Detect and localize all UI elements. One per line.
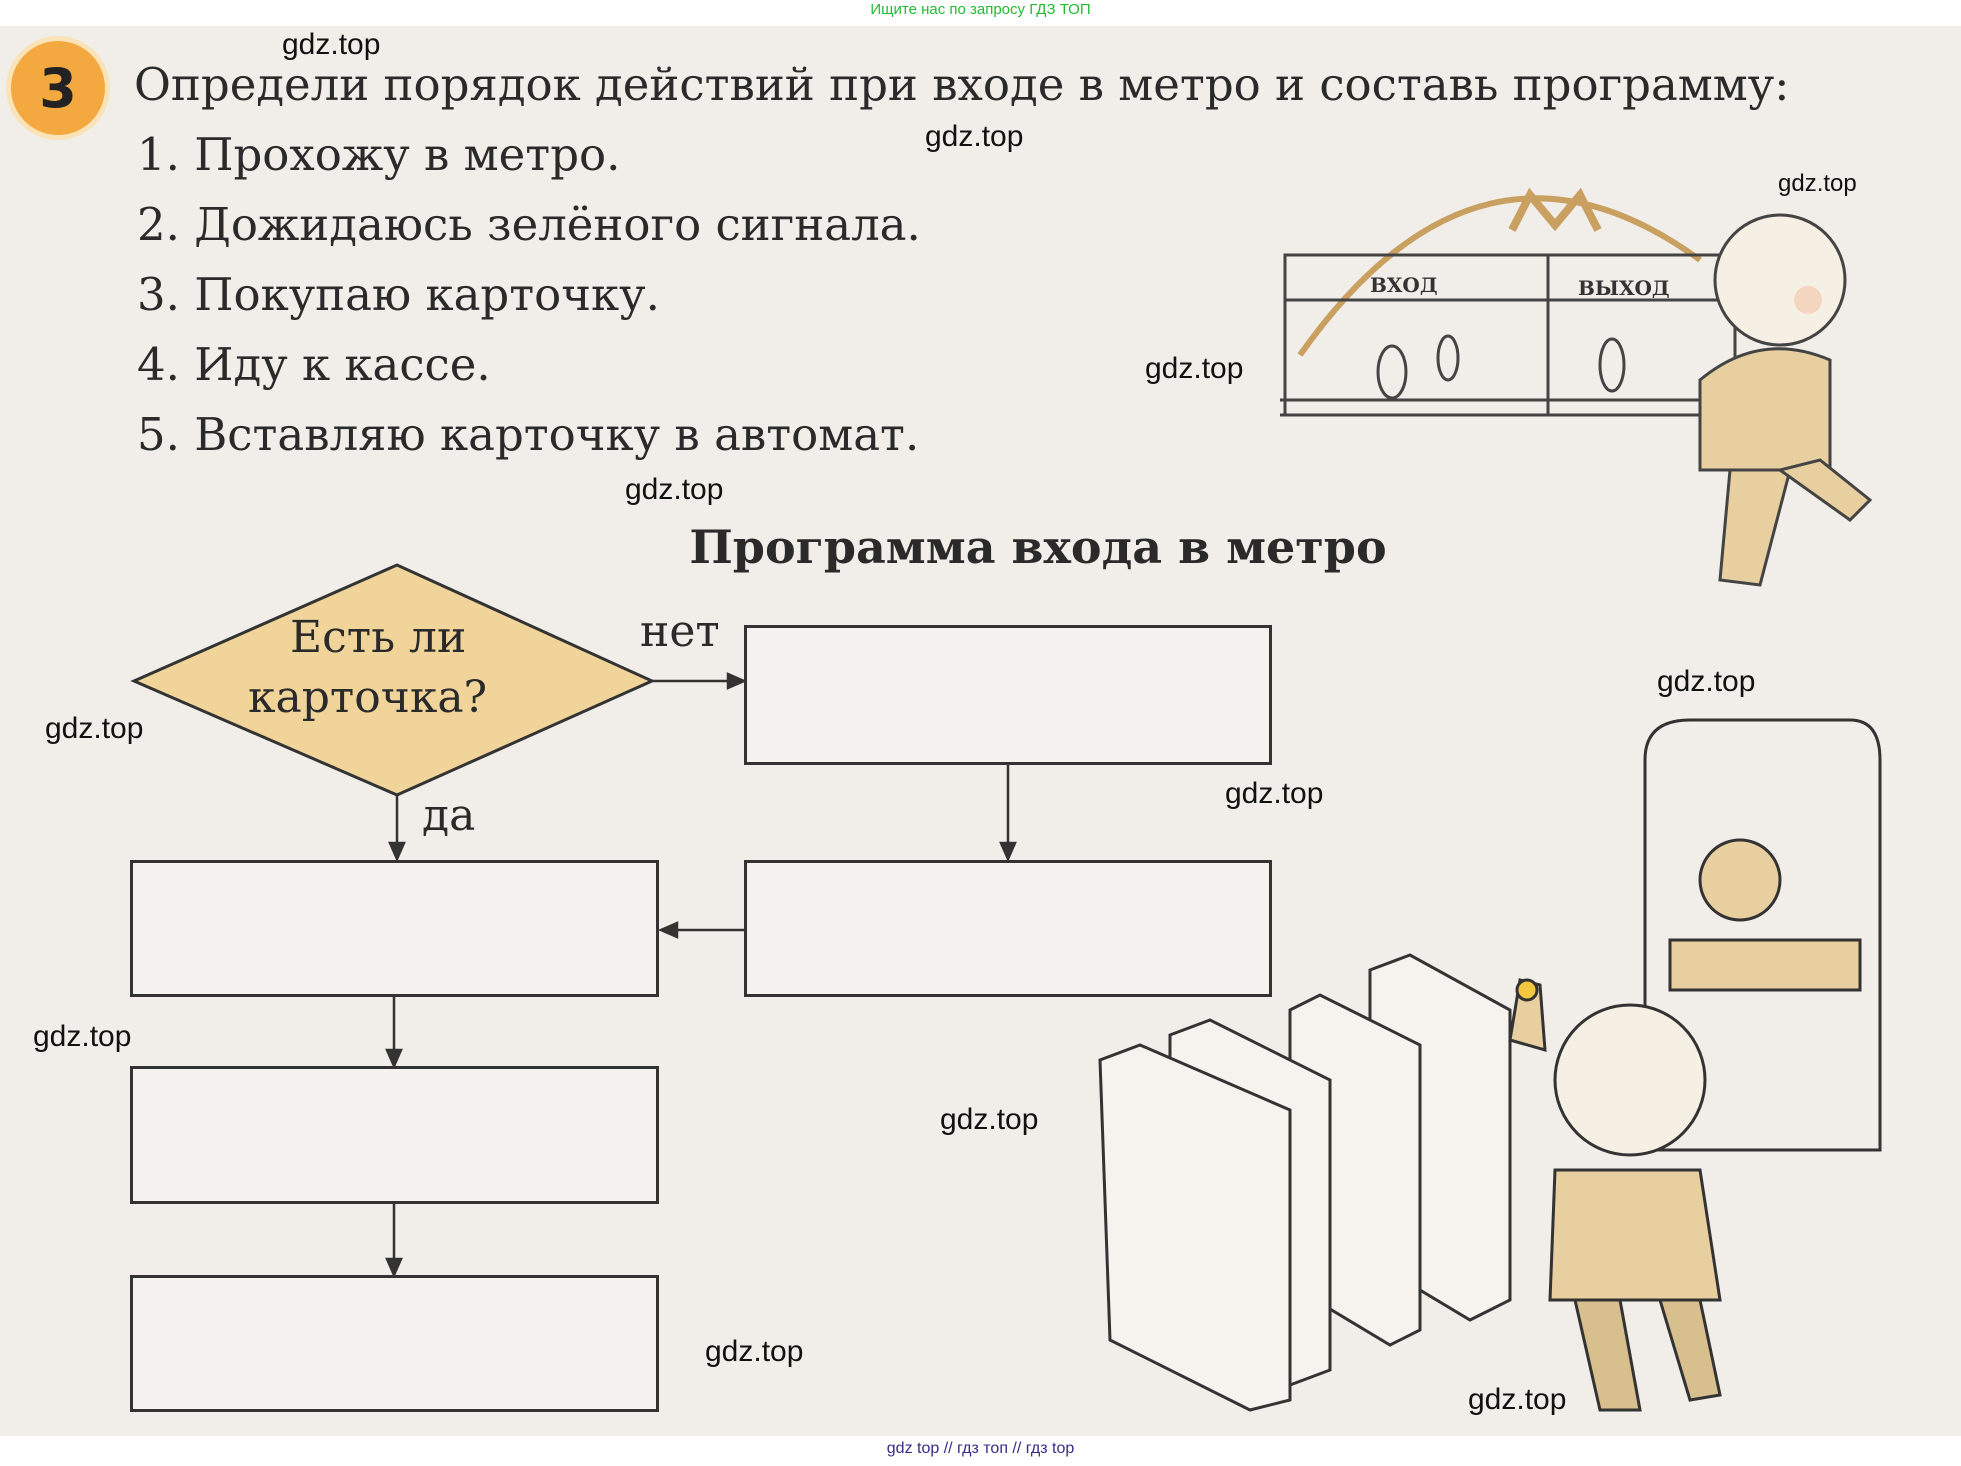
turnstiles-illustration bbox=[1098, 953, 1512, 1412]
top-banner: Ищите нас по запросу ГДЗ ТОП bbox=[870, 1, 1091, 18]
watermark: gdz.top bbox=[625, 473, 724, 506]
watermark: gdz.top bbox=[1468, 1383, 1567, 1416]
flowchart bbox=[130, 563, 1017, 1279]
flowchart-box-step-3[interactable] bbox=[130, 1275, 659, 1412]
metro-station-illustration bbox=[1280, 187, 1737, 417]
watermark: gdz.top bbox=[940, 1103, 1039, 1136]
watermark: gdz.top bbox=[1145, 352, 1244, 385]
entrance-sign: ВХОД bbox=[1370, 273, 1438, 297]
no-label: нет bbox=[640, 606, 720, 657]
flowchart-heading: Программа входа в метро bbox=[689, 520, 1387, 574]
decision-text-line1: Есть ли bbox=[290, 612, 467, 663]
task-item: 2. Дожидаюсь зелёного сигнала. bbox=[137, 198, 921, 251]
task-item: 4. Иду к кассе. bbox=[137, 338, 491, 391]
exit-sign: ВЫХОД bbox=[1578, 276, 1670, 300]
flowchart-box-no-branch-2[interactable] bbox=[744, 860, 1272, 997]
task-item: 5. Вставляю карточку в автомат. bbox=[137, 408, 920, 461]
watermark: gdz.top bbox=[1225, 777, 1324, 810]
flowchart-box-step-2[interactable] bbox=[130, 1066, 659, 1204]
task-number-badge: 3 bbox=[6, 36, 110, 140]
task-title: Определи порядок действий при входе в ме… bbox=[134, 58, 1790, 111]
yes-label: да bbox=[422, 790, 476, 841]
task-item: 1. Прохожу в метро. bbox=[137, 128, 621, 181]
watermark: gdz.top bbox=[33, 1020, 132, 1053]
watermark: gdz.top bbox=[282, 28, 381, 61]
bottom-banner: gdz top // гдз топ // гдз top bbox=[886, 1440, 1075, 1457]
watermark: gdz.top bbox=[1778, 170, 1857, 197]
watermark: gdz.top bbox=[1657, 665, 1756, 698]
flowchart-box-step-1[interactable] bbox=[130, 860, 659, 997]
watermark: gdz.top bbox=[925, 120, 1024, 153]
decision-text-line2: карточка? bbox=[248, 672, 488, 723]
watermark: gdz.top bbox=[45, 712, 144, 745]
boy-with-coin-illustration bbox=[1508, 978, 1722, 1412]
ticket-booth-illustration bbox=[1643, 718, 1882, 1152]
watermark: gdz.top bbox=[705, 1335, 804, 1368]
task-item: 3. Покупаю карточку. bbox=[137, 268, 660, 321]
flowchart-box-no-branch[interactable] bbox=[744, 625, 1272, 765]
boy-illustration bbox=[1698, 213, 1873, 587]
